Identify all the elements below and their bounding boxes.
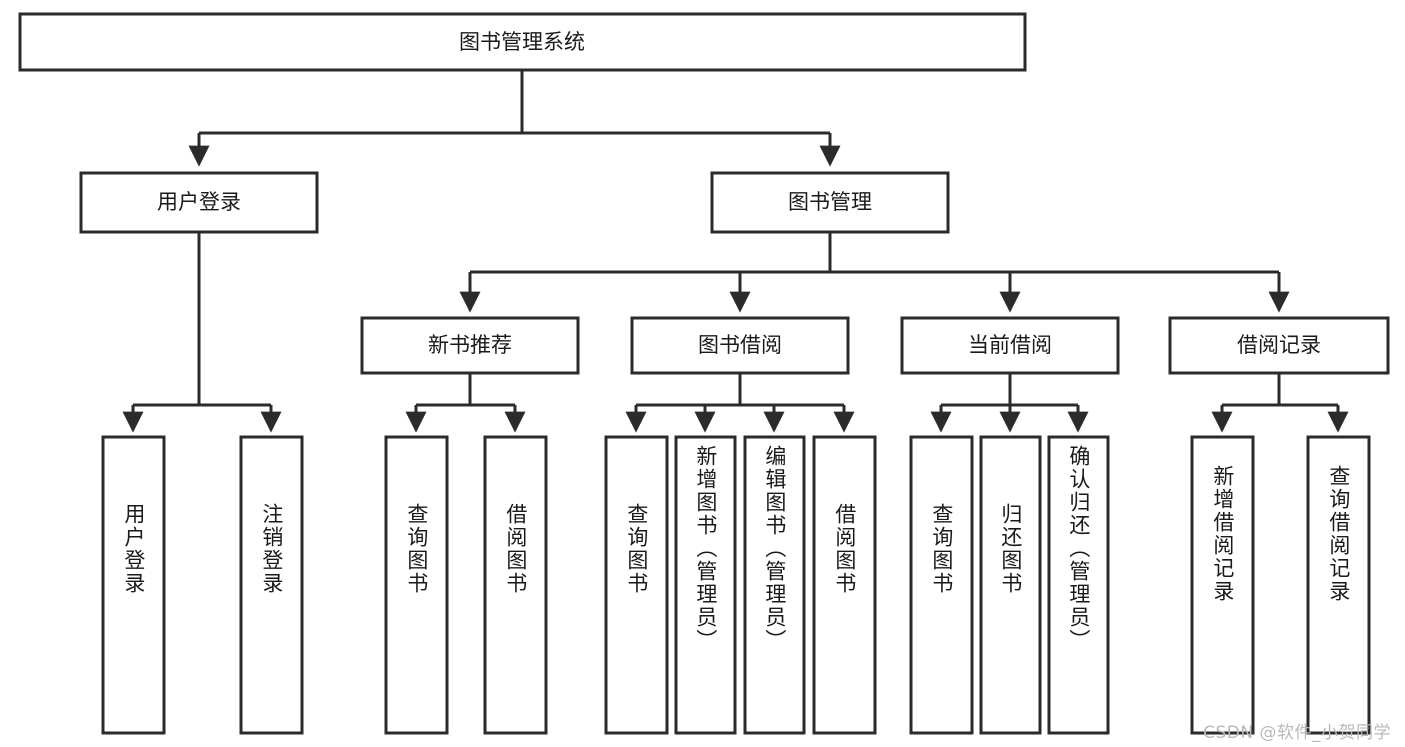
- connector-currentborrow-to-leaves: [930, 373, 1089, 433]
- leaf-confirm-return-box[interactable]: [1047, 435, 1110, 735]
- node-book-manage-box[interactable]: [710, 171, 950, 234]
- leaf-borrow-book-rec-box[interactable]: [483, 435, 548, 735]
- leaf-add-book-box[interactable]: [674, 435, 737, 735]
- node-new-book-rec-label: 新书推荐: [428, 333, 512, 357]
- node-current-borrow-label: 当前借阅: [968, 333, 1052, 357]
- leaf-edit-book-box[interactable]: [743, 435, 806, 735]
- connector-bookmanage-to-level2: [459, 232, 1290, 313]
- node-root-label: 图书管理系统: [459, 30, 585, 54]
- leaf-query-record-box[interactable]: [1306, 435, 1371, 735]
- node-user-login-box[interactable]: [79, 171, 319, 234]
- connector-newbook-to-leaves: [405, 373, 526, 433]
- connector-root-to-level1: [188, 70, 841, 167]
- connector-bookborrow-to-leaves: [625, 373, 855, 433]
- leaf-logout-login-box[interactable]: [239, 435, 304, 735]
- leaf-borrow-book-bb-box[interactable]: [812, 435, 877, 735]
- node-borrow-record-box[interactable]: [1168, 316, 1390, 375]
- node-book-borrow-box[interactable]: [630, 316, 850, 375]
- leaf-user-login-box[interactable]: [101, 435, 166, 735]
- node-root-box[interactable]: [18, 12, 1027, 72]
- node-book-manage-label: 图书管理: [788, 190, 872, 214]
- leaf-query-book-cb-box[interactable]: [909, 435, 974, 735]
- node-user-login-label: 用户登录: [157, 190, 241, 214]
- node-book-borrow-label: 图书借阅: [698, 333, 782, 357]
- node-borrow-record-label: 借阅记录: [1237, 333, 1321, 357]
- leaf-add-record-box[interactable]: [1190, 435, 1255, 735]
- node-current-borrow-box[interactable]: [900, 316, 1120, 375]
- connector-userlogin-to-leaves: [122, 232, 282, 433]
- leaf-query-book-rec-box[interactable]: [384, 435, 449, 735]
- leaf-query-book-bb-box[interactable]: [604, 435, 669, 735]
- connector-borrowrecord-to-leaves: [1211, 373, 1349, 433]
- leaf-return-book-box[interactable]: [979, 435, 1042, 735]
- node-new-book-rec-box[interactable]: [360, 316, 580, 375]
